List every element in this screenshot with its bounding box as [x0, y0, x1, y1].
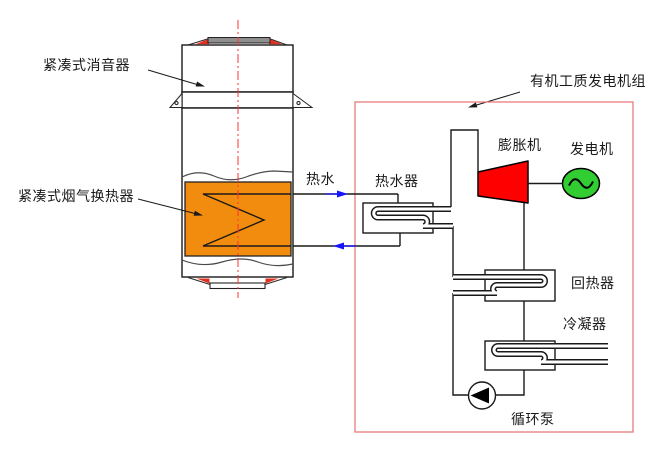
top-cap-left-angle: [187, 37, 210, 46]
expander-symbol: [477, 160, 529, 204]
top-cap-right-red-accent: [269, 38, 283, 45]
pump-direction-triangle: [470, 387, 489, 404]
silencer-leader-arrowhead: [195, 81, 205, 87]
upper-break-line: [181, 170, 294, 181]
flange-left-bolt-hole: [174, 100, 179, 106]
flue-gas-hx-leader-arrowhead: [193, 210, 203, 216]
hot-water-label: 热水: [306, 171, 335, 187]
water-heater-label: 热水器: [375, 173, 419, 189]
top-cap-right-angle: [268, 37, 288, 46]
silencer-label: 紧凑式消音器: [43, 57, 130, 73]
orc-unit-leader-arrowhead: [468, 102, 478, 108]
return-flow-arrow: [333, 242, 344, 250]
condenser-to-pump-pipe: [495, 370, 525, 396]
regenerator-label: 回热器: [571, 275, 615, 291]
lower-break-line: [181, 258, 294, 267]
evaporator-to-expander-pipe: [450, 129, 479, 207]
bottom-cap-left-red-accent: [196, 278, 210, 284]
generator-label: 发电机: [570, 141, 614, 157]
silencer-leader-line: [147, 69, 198, 85]
regenerator-coil-bore: [453, 275, 547, 295]
flue-gas-hx-water-zigzag-coil: [202, 193, 291, 247]
flue-gas-hx-leader-line: [137, 198, 198, 215]
condenser-label: 冷凝器: [563, 316, 607, 332]
flange-left-gusset: [168, 92, 183, 108]
top-cap-left-red-accent: [195, 38, 209, 45]
orc-unit-boundary: [354, 101, 634, 433]
orc-unit-leader-line: [474, 91, 521, 106]
generator-sine-icon: [568, 178, 594, 189]
flue-gas-hx-label: 紧凑式烟气换热器: [18, 188, 134, 204]
circulation-pump-label: 循环泵: [511, 411, 555, 427]
water-heater-coil-bore: [372, 207, 453, 228]
supply-flow-arrow: [337, 190, 348, 198]
top-cap-bar: [207, 37, 271, 44]
bottom-cap-left-angle: [187, 276, 211, 286]
bottom-cap-right-red-accent: [265, 278, 279, 284]
bottom-cap-right-angle: [264, 276, 288, 286]
flange-right-bolt-hole: [296, 100, 301, 106]
condenser-coil-bore: [492, 344, 608, 364]
pump-to-regenerator-pipe: [452, 293, 469, 396]
expander-label: 膨胀机: [498, 137, 542, 153]
orc-unit-label: 有机工质发电机组: [530, 73, 646, 89]
flange-right-gusset: [292, 92, 314, 108]
